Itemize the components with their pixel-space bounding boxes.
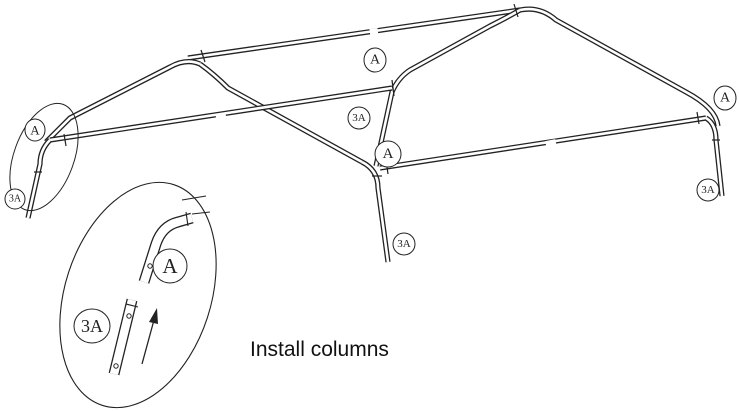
- svg-text:A: A: [383, 146, 394, 162]
- label-3a-front: 3A: [392, 232, 416, 256]
- svg-text:A: A: [370, 53, 381, 68]
- front-left-rafter: [198, 61, 364, 165]
- joint-marks: [34, 3, 720, 177]
- left-column: [25, 138, 52, 219]
- label-a-ridge: A: [363, 47, 387, 73]
- label-a-front: A: [374, 140, 402, 168]
- label-a-left: A: [24, 118, 46, 142]
- label-3a-left: 3A: [4, 188, 26, 210]
- label-a-detail: A: [152, 248, 188, 284]
- front-right-rafter: [373, 7, 522, 167]
- svg-text:A: A: [720, 91, 731, 106]
- svg-text:A: A: [30, 123, 40, 138]
- front-column: [360, 159, 391, 263]
- svg-text:3A: 3A: [397, 238, 411, 250]
- label-3a-middle: 3A: [347, 106, 371, 130]
- back-top-rail: [187, 7, 521, 61]
- back-right-rafter: [519, 6, 721, 127]
- svg-text:A: A: [162, 254, 178, 278]
- front-rail: [379, 115, 707, 171]
- part-labels: A A A A A 3A 3A 3A: [4, 47, 737, 344]
- segment-gaps: [215, 28, 557, 149]
- svg-text:3A: 3A: [81, 316, 103, 336]
- svg-text:3A: 3A: [9, 194, 22, 205]
- insert-arrow-icon: [141, 319, 155, 365]
- detail-view: [59, 181, 217, 409]
- back-left-rafter: [44, 59, 202, 144]
- svg-text:3A: 3A: [701, 184, 715, 196]
- frame-tubes: [25, 6, 725, 263]
- zoom-source-ellipse: [9, 102, 79, 212]
- svg-text:3A: 3A: [352, 112, 366, 124]
- instruction-caption: Install columns: [250, 338, 389, 361]
- label-3a-detail: 3A: [73, 308, 111, 344]
- label-3a-right: 3A: [696, 178, 720, 202]
- label-a-right: A: [713, 85, 737, 111]
